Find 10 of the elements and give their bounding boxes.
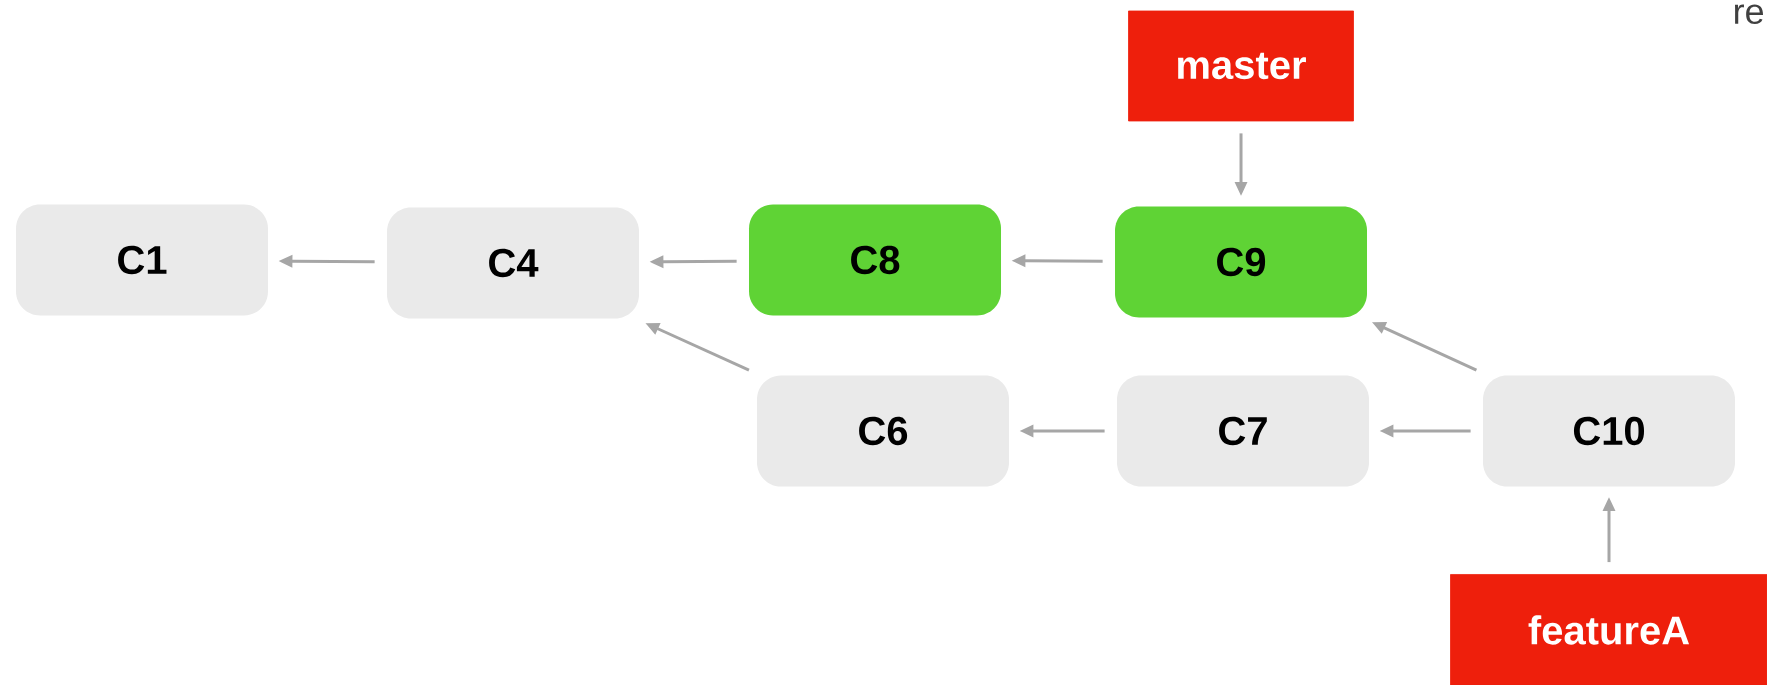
commit-box: C1 xyxy=(16,204,268,316)
commit-box: C4 xyxy=(387,207,639,319)
commit-box: C10 xyxy=(1483,375,1735,487)
commit-box: C8 xyxy=(749,204,1001,316)
branch-label: master xyxy=(1128,10,1354,122)
commit-box: C6 xyxy=(757,375,1009,487)
commit-box: C9 xyxy=(1115,206,1367,318)
commit-box: C7 xyxy=(1117,375,1369,487)
label: re xyxy=(1735,4,1763,25)
branch-label: featureA xyxy=(1450,574,1767,685)
